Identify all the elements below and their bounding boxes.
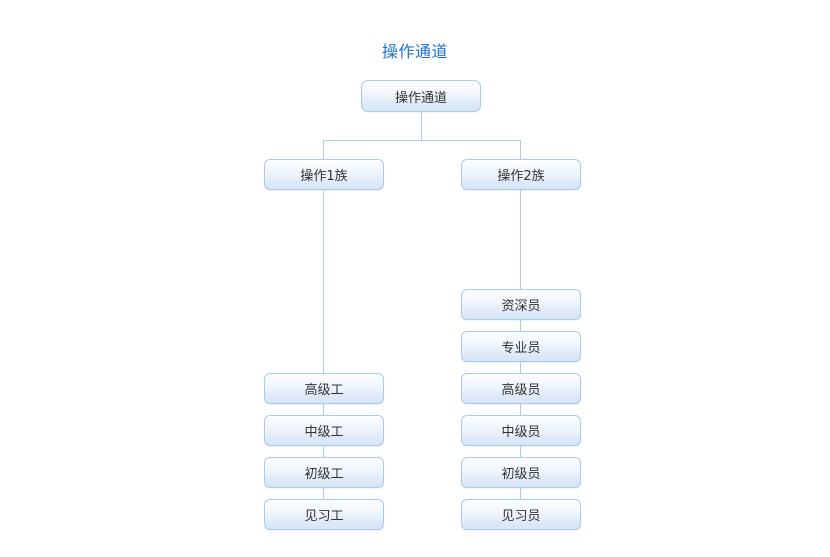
connector-branch2-3-4: [520, 404, 521, 416]
connector-branch1-drop: [323, 140, 324, 160]
connector-branch2-drop: [520, 140, 521, 160]
node-branch2-level-5[interactable]: 初级员: [461, 457, 581, 488]
node-branch1-level-3-label: 初级工: [304, 467, 344, 482]
node-branch2-level-1[interactable]: 资深员: [461, 289, 581, 320]
node-root[interactable]: 操作通道: [361, 80, 481, 112]
connector-branch1-2-3: [323, 446, 324, 458]
node-branch-1-label: 操作1族: [300, 169, 348, 184]
node-branch1-level-1-label: 高级工: [304, 383, 344, 398]
node-branch1-level-3[interactable]: 初级工: [264, 457, 384, 488]
node-branch1-level-4-label: 见习工: [304, 509, 344, 524]
node-branch1-level-2[interactable]: 中级工: [264, 415, 384, 446]
node-branch1-level-4[interactable]: 见习工: [264, 499, 384, 530]
connector-branch2-5-6: [520, 488, 521, 500]
node-branch-1[interactable]: 操作1族: [264, 159, 384, 190]
connector-branch1-3-4: [323, 488, 324, 500]
node-branch2-level-5-label: 初级员: [501, 467, 541, 482]
node-branch-2[interactable]: 操作2族: [461, 159, 581, 190]
node-branch1-level-2-label: 中级工: [304, 425, 344, 440]
connector-branch2-spine: [520, 190, 521, 289]
node-branch-2-label: 操作2族: [497, 169, 545, 184]
connector-branch1-1-2: [323, 404, 324, 416]
node-branch2-level-6-label: 见习员: [501, 509, 541, 524]
connector-root-stem: [421, 112, 422, 141]
connector-branch1-spine: [323, 190, 324, 373]
connector-branch2-4-5: [520, 446, 521, 458]
page-title: 操作通道: [381, 42, 448, 61]
node-branch2-level-4-label: 中级员: [501, 425, 541, 440]
node-branch2-level-2[interactable]: 专业员: [461, 331, 581, 362]
node-branch2-level-4[interactable]: 中级员: [461, 415, 581, 446]
node-root-label: 操作通道: [394, 90, 447, 106]
node-branch2-level-1-label: 资深员: [501, 299, 541, 314]
node-branch2-level-6[interactable]: 见习员: [461, 499, 581, 530]
connector-branch-bar: [323, 140, 521, 141]
connector-branch2-2-3: [520, 362, 521, 373]
node-branch2-level-2-label: 专业员: [501, 341, 541, 356]
node-branch1-level-1[interactable]: 高级工: [264, 373, 384, 404]
connector-branch2-1-2: [520, 320, 521, 331]
node-branch2-level-3[interactable]: 高级员: [461, 373, 581, 404]
node-branch2-level-3-label: 高级员: [501, 383, 541, 398]
